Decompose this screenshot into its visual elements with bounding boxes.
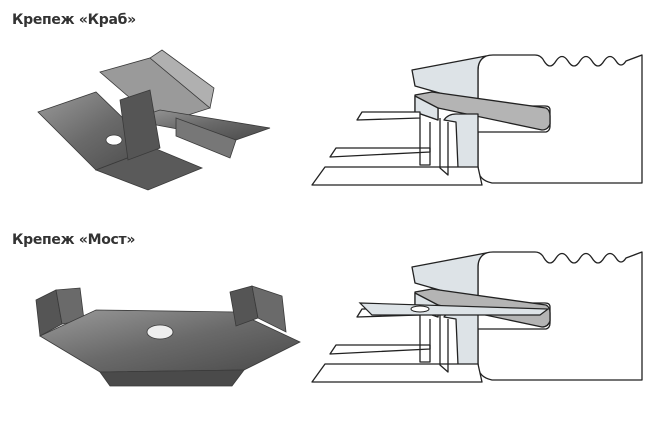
crab-installation-diagram [311, 54, 643, 186]
bridge-fastener-photo [35, 285, 301, 387]
crab-fastener-title: Крепеж «Краб» [12, 12, 136, 28]
crab-fastener-photo [37, 49, 271, 191]
bridge-fastener-title: Крепеж «Мост» [12, 232, 136, 248]
bridge-installation-diagram [311, 251, 643, 383]
